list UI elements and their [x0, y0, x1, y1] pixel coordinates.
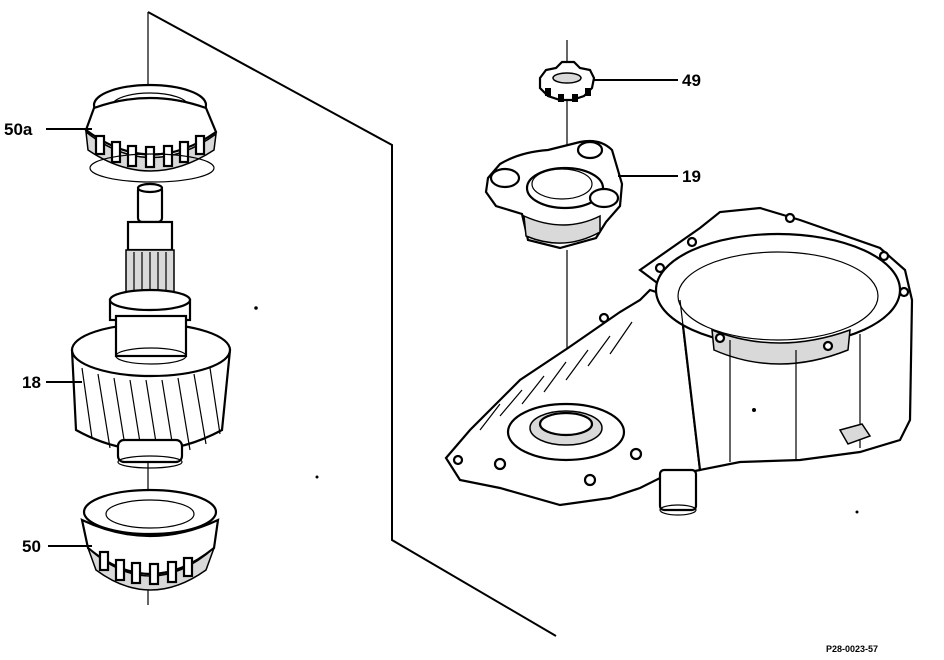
callout-50: 50 [22, 537, 41, 556]
bell-bolt-holes [654, 212, 910, 352]
bearing-50 [80, 488, 220, 591]
nut-49 [538, 60, 596, 102]
callout-50a: 50a [4, 120, 33, 139]
bearing-50-rollers [98, 550, 194, 586]
callout-49: 49 [682, 71, 701, 90]
callout-19: 19 [682, 167, 701, 186]
transfer-case-housing [444, 206, 914, 516]
callout-leaders [46, 79, 678, 547]
gear-shaft-18 [70, 182, 232, 469]
bearing-50a [84, 83, 218, 183]
flange-bolt-hole-left [489, 167, 521, 189]
callout-18: 18 [22, 373, 41, 392]
flange-bolt-hole-right [588, 187, 620, 209]
figure-id: P28-0023-57 [826, 644, 878, 654]
flange-bolt-hole-top [576, 140, 604, 160]
output-stub [658, 468, 698, 512]
flange-bolt-holes [452, 312, 643, 487]
housing-boundary-line [147, 11, 557, 637]
scan-specks [254, 306, 859, 514]
flange-ribs [479, 321, 633, 431]
bearing-50a-rollers [94, 134, 206, 169]
retainer-flange-19 [484, 139, 624, 250]
